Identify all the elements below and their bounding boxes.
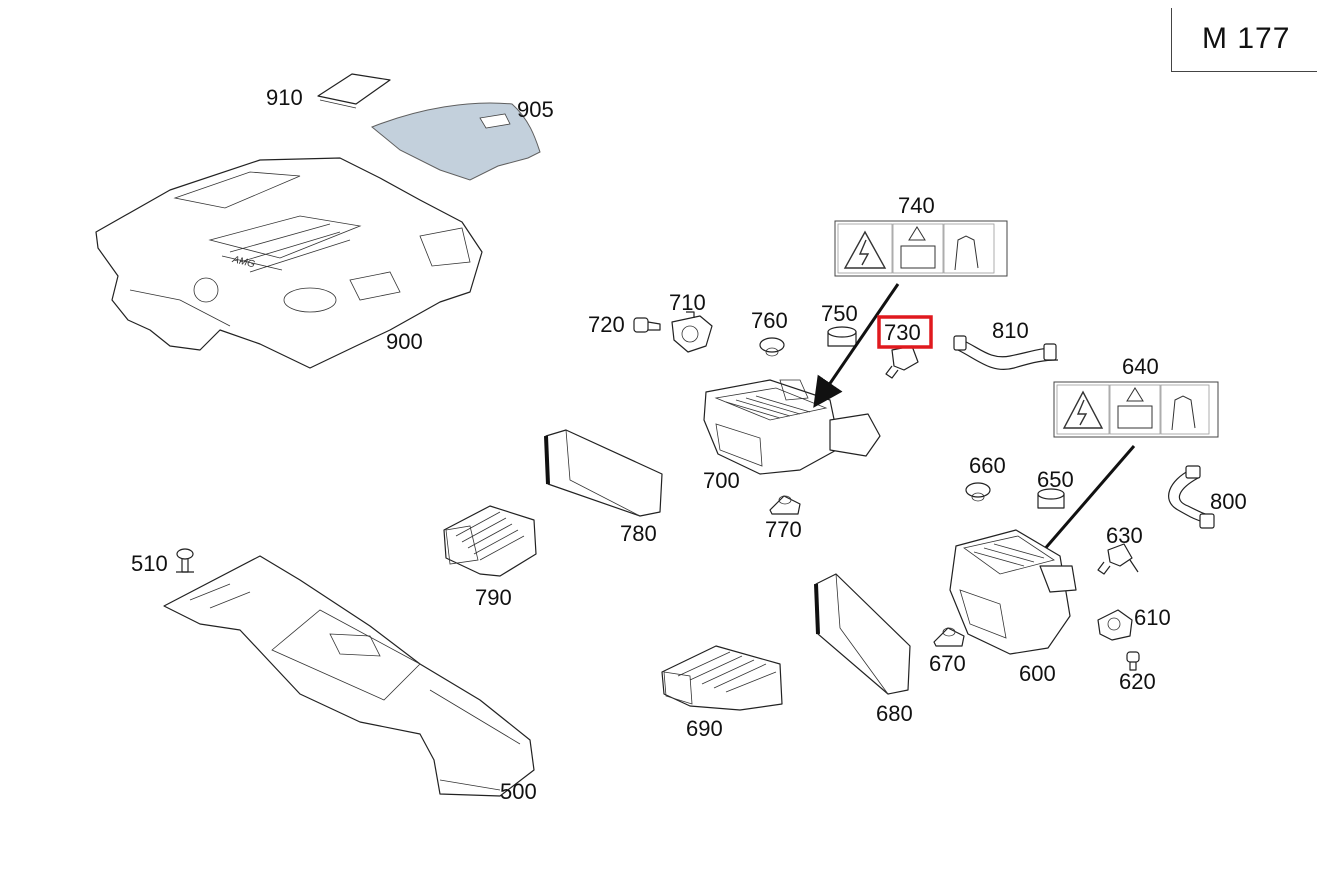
label-630: 630 (1106, 523, 1143, 548)
part-810-hose[interactable] (953, 335, 1059, 370)
part-770-mount[interactable] (769, 495, 801, 515)
label-900: 900 (386, 329, 423, 354)
label-760: 760 (751, 308, 788, 333)
part-610-sensor[interactable] (1097, 609, 1133, 641)
label-610: 610 (1134, 605, 1171, 630)
part-660-grommet[interactable] (965, 482, 991, 502)
label-600: 600 (1019, 661, 1056, 686)
arrow-640 (1022, 445, 1136, 576)
arrow-740 (813, 283, 900, 408)
part-600-airbox[interactable] (949, 529, 1077, 655)
part-690-duct[interactable] (661, 645, 783, 711)
part-910-pad[interactable] (317, 73, 391, 109)
part-800-hose[interactable] (1168, 465, 1215, 529)
part-760-grommet[interactable] (759, 337, 785, 357)
label-620: 620 (1119, 669, 1156, 694)
engine-code-box: M 177 (1171, 8, 1317, 72)
label-790: 790 (475, 585, 512, 610)
part-640-warning-label[interactable] (1053, 381, 1219, 438)
part-730-sensor[interactable] (885, 345, 919, 379)
part-700-airbox[interactable] (703, 379, 881, 475)
label-650: 650 (1037, 467, 1074, 492)
part-680-filter[interactable] (814, 573, 911, 695)
part-670-mount[interactable] (933, 627, 965, 647)
label-750: 750 (821, 301, 858, 326)
label-680: 680 (876, 701, 913, 726)
engine-code: M 177 (1202, 22, 1291, 55)
part-750-seal[interactable] (827, 326, 857, 347)
label-640: 640 (1122, 354, 1159, 379)
part-905-cover[interactable] (371, 102, 541, 181)
part-710-sensor[interactable] (671, 311, 713, 353)
part-780-filter[interactable] (544, 429, 663, 517)
label-510: 510 (131, 551, 168, 576)
highlight-box-730 (877, 315, 933, 349)
label-710: 710 (669, 290, 706, 315)
part-650-seal[interactable] (1037, 488, 1065, 509)
part-900-engine-cover[interactable]: AMG (95, 157, 483, 369)
label-770: 770 (765, 517, 802, 542)
label-905: 905 (517, 97, 554, 122)
label-810: 810 (992, 318, 1029, 343)
label-690: 690 (686, 716, 723, 741)
part-790-duct[interactable] (443, 505, 537, 577)
label-700: 700 (703, 468, 740, 493)
label-780: 780 (620, 521, 657, 546)
part-720-bolt[interactable] (633, 317, 661, 333)
part-630-sensor[interactable] (1097, 543, 1139, 575)
part-620-bolt[interactable] (1126, 651, 1140, 671)
label-660: 660 (969, 453, 1006, 478)
label-670: 670 (929, 651, 966, 676)
label-740: 740 (898, 193, 935, 218)
label-800: 800 (1210, 489, 1247, 514)
part-510-clip[interactable] (176, 548, 194, 573)
label-500: 500 (500, 779, 537, 804)
part-740-warning-label[interactable] (834, 220, 1008, 277)
label-910: 910 (266, 85, 303, 110)
label-720: 720 (588, 312, 625, 337)
part-500-bracket[interactable] (163, 555, 535, 797)
label-730[interactable]: 730 (884, 320, 921, 345)
